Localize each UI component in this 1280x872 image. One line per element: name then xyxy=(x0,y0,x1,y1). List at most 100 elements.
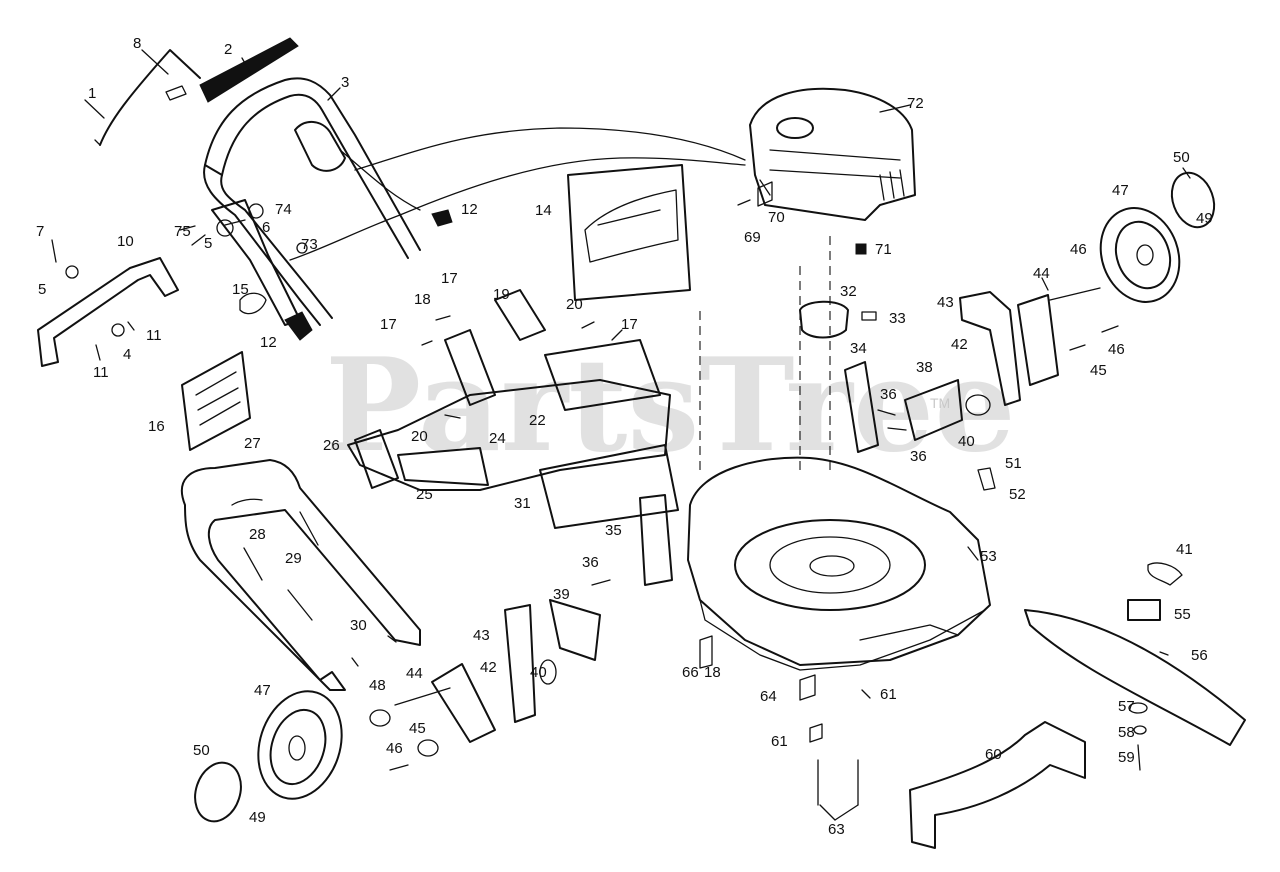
part-number: 53 xyxy=(980,548,997,565)
part-number: 29 xyxy=(285,550,302,567)
part-number: 12 xyxy=(461,201,478,218)
drive-pulley-parts xyxy=(799,300,963,453)
part-number: 18 xyxy=(704,664,721,681)
part-number: 4 xyxy=(123,346,131,363)
part-number: 10 xyxy=(117,233,134,250)
mower-deck xyxy=(687,230,991,671)
part-number: 47 xyxy=(254,682,271,699)
hardware-small-parts xyxy=(179,181,867,255)
part-number: 27 xyxy=(244,435,261,452)
part-number: 59 xyxy=(1118,749,1135,766)
part-number: 20 xyxy=(566,296,583,313)
part-number: 66 xyxy=(682,664,699,681)
part-number: 19 xyxy=(493,286,510,303)
part-number: 69 xyxy=(744,229,761,246)
part-number: 49 xyxy=(249,809,266,826)
part-number: 45 xyxy=(409,720,426,737)
part-number: 17 xyxy=(621,316,638,333)
part-number: 45 xyxy=(1090,362,1107,379)
part-number: 36 xyxy=(910,448,927,465)
part-number: 5 xyxy=(204,235,212,252)
part-number: 52 xyxy=(1009,486,1026,503)
part-number: 75 xyxy=(174,223,191,240)
rear-shield-assembly xyxy=(347,289,679,529)
part-number: 43 xyxy=(473,627,490,644)
part-number: 25 xyxy=(416,486,433,503)
part-number: 40 xyxy=(958,433,975,450)
part-number: 17 xyxy=(380,316,397,333)
engine xyxy=(749,87,916,221)
part-number: 42 xyxy=(480,659,497,676)
part-number: 50 xyxy=(1173,149,1190,166)
part-number: 36 xyxy=(582,554,599,571)
part-number: 60 xyxy=(985,746,1002,763)
part-number: 57 xyxy=(1118,698,1135,715)
part-number: 36 xyxy=(880,386,897,403)
part-number-labels: 1 2 3 4 5 5 6 7 8 10 11 11 12 12 14 15 1… xyxy=(36,35,1213,838)
rear-door xyxy=(567,164,691,301)
part-number: 18 xyxy=(414,291,431,308)
part-number: 3 xyxy=(341,74,349,91)
decal-panel xyxy=(181,351,251,451)
part-number: 26 xyxy=(323,437,340,454)
part-number: 30 xyxy=(350,617,367,634)
part-number: 63 xyxy=(828,821,845,838)
part-number: 50 xyxy=(193,742,210,759)
part-number: 73 xyxy=(301,236,318,253)
part-number: 7 xyxy=(36,223,44,240)
part-number: 11 xyxy=(146,327,162,344)
part-number: 24 xyxy=(489,430,506,447)
front-bumper-assembly xyxy=(180,459,421,691)
part-number: 31 xyxy=(514,495,531,512)
part-number: 20 xyxy=(411,428,428,445)
blade-assembly xyxy=(699,562,1246,849)
part-number: 28 xyxy=(249,526,266,543)
part-number: 16 xyxy=(148,418,165,435)
rear-flap-bracket xyxy=(37,239,179,367)
part-number: 72 xyxy=(907,95,924,112)
part-number: 41 xyxy=(1176,541,1193,558)
rear-wheel-assembly-left xyxy=(194,494,673,823)
watermark: PartsTree xyxy=(325,331,1016,481)
part-number: 14 xyxy=(535,202,552,219)
part-number: 51 xyxy=(1005,455,1022,472)
part-number: 11 xyxy=(93,364,109,381)
part-number: 49 xyxy=(1196,210,1213,227)
part-number: 22 xyxy=(529,412,546,429)
part-number: 17 xyxy=(441,270,458,287)
part-number: 8 xyxy=(133,35,141,52)
part-number: 55 xyxy=(1174,606,1191,623)
part-number: 44 xyxy=(1033,265,1050,282)
part-number: 2 xyxy=(224,41,232,58)
part-number: 33 xyxy=(889,310,906,327)
part-number: 56 xyxy=(1191,647,1208,664)
part-number: 39 xyxy=(553,586,570,603)
part-number: 35 xyxy=(605,522,622,539)
part-number: 46 xyxy=(1070,241,1087,258)
part-number: 70 xyxy=(768,209,785,226)
part-number: 38 xyxy=(916,359,933,376)
part-number: 61 xyxy=(771,733,788,750)
part-number: 46 xyxy=(386,740,403,757)
part-number: 64 xyxy=(760,688,777,705)
part-number: 5 xyxy=(38,281,46,298)
part-number: 47 xyxy=(1112,182,1129,199)
part-number: 6 xyxy=(262,219,270,236)
leader-lines xyxy=(84,49,1191,821)
part-number: 43 xyxy=(937,294,954,311)
handle-assembly xyxy=(94,37,746,341)
part-number: 44 xyxy=(406,665,423,682)
part-number: 61 xyxy=(880,686,897,703)
part-number: 12 xyxy=(260,334,277,351)
part-number: 58 xyxy=(1118,724,1135,741)
part-number: 74 xyxy=(275,201,292,218)
part-number: 48 xyxy=(369,677,386,694)
watermark-trademark: TM xyxy=(930,395,950,411)
part-number: 34 xyxy=(850,340,867,357)
part-number: 40 xyxy=(530,664,547,681)
part-number: 71 xyxy=(875,241,892,258)
part-number: 1 xyxy=(88,85,96,102)
part-number: 46 xyxy=(1108,341,1125,358)
